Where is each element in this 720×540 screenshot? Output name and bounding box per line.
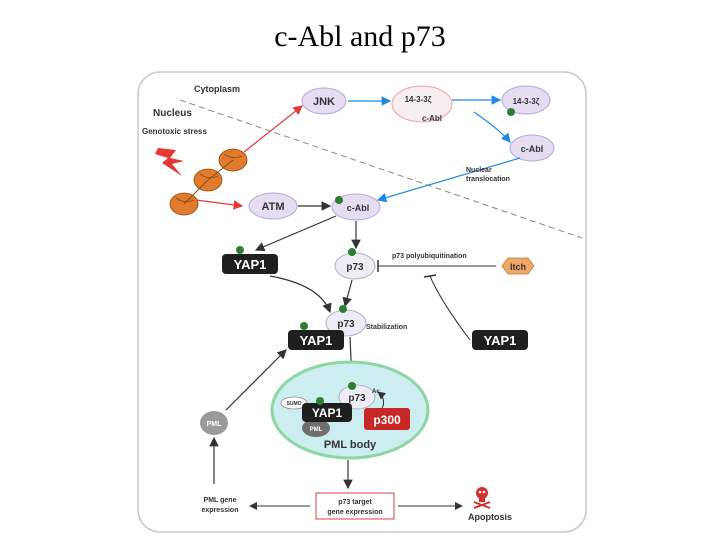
phospho-icon — [348, 248, 356, 256]
cabl-cytoplasm-node: c-Abl — [509, 134, 555, 162]
slide-title: c-Abl and p73 — [274, 20, 446, 53]
sumo-node: SUMO — [280, 396, 308, 410]
pml-body-label: PML body — [324, 439, 377, 451]
nucleus-label: Nucleus — [153, 108, 192, 119]
sumo-label: SUMO — [287, 401, 302, 407]
atm-node: ATM — [248, 192, 298, 220]
p73-node-a: p73 — [334, 248, 376, 280]
arrow-yap1-to-p73 — [269, 275, 332, 314]
free-1433-label: 14-3-3ζ — [513, 97, 540, 106]
jnk-node: JNK — [301, 87, 347, 115]
phospho-icon — [300, 322, 308, 330]
itch-node: Itch — [501, 257, 535, 275]
p73-label-b: p73 — [337, 319, 355, 330]
phospho-icon — [507, 108, 515, 116]
atm-label: ATM — [261, 201, 284, 213]
pml-label: PML — [207, 421, 223, 428]
yap1-label-c: YAP1 — [484, 333, 517, 348]
phospho-icon — [316, 397, 324, 405]
phospho-icon — [348, 382, 356, 390]
complex-1433-label-a: 14-3-3ζ — [405, 95, 432, 104]
nuclear-membrane — [179, 99, 583, 239]
p300-label: p300 — [373, 413, 401, 427]
free-1433-node: 14-3-3ζ — [501, 85, 551, 116]
arrow-cabl-translocation — [376, 157, 521, 203]
complex-cabl-label: c-Abl — [422, 114, 442, 123]
genotoxic-stress-label: Genotoxic stress — [142, 127, 207, 136]
arrow-pml-to-yap1 — [225, 349, 287, 411]
yap1-node-b: YAP1 — [288, 322, 344, 350]
cytoplasm-label: Cytoplasm — [194, 84, 240, 94]
arrow-stress-to-atm — [195, 199, 244, 210]
phospho-icon — [339, 305, 347, 313]
phospho-icon — [335, 196, 343, 204]
complex-1433-cabl: 14-3-3ζ c-Abl — [391, 85, 453, 123]
cell-boundary — [137, 71, 587, 533]
yap1-node-c: YAP1 — [472, 330, 528, 350]
cabl-nucleus-node: c-Abl — [331, 193, 381, 221]
yap1-label-a: YAP1 — [234, 257, 267, 272]
apoptosis-label: Apoptosis — [468, 512, 512, 522]
pml-small-label: PML — [310, 427, 323, 433]
lightning-icon — [155, 148, 184, 176]
p73-label-c: p73 — [348, 393, 366, 404]
pml-node: PML — [200, 411, 228, 435]
arrow-p73-to-p73-stable — [342, 279, 353, 308]
p73-node-b: p73 — [325, 305, 367, 337]
pml-small-node: PML — [302, 419, 330, 437]
jnk-label: JNK — [313, 96, 335, 108]
p73-label-a: p73 — [346, 262, 364, 273]
polyubiquitination-label: p73 polyubiquitination — [392, 253, 467, 260]
chromatin-icon — [169, 148, 248, 216]
p300-node: p300 — [364, 408, 410, 430]
stabilization-label: Stabilization — [366, 324, 407, 331]
cabl-cyto-label: c-Abl — [521, 144, 544, 154]
acetyl-label: Ac — [372, 389, 380, 395]
yap1-label-d: YAP1 — [312, 406, 343, 420]
pml-body: PML body p73 Ac SUMO PML YAP1 p300 — [270, 360, 430, 460]
yap1-node-a: YAP1 — [222, 246, 278, 274]
arrow-stress-to-jnk — [243, 105, 303, 153]
arrow-cabl-to-yap1 — [254, 215, 337, 252]
yap1-node-d: YAP1 — [302, 397, 352, 422]
skull-icon — [473, 487, 491, 509]
itch-label: Itch — [510, 262, 526, 272]
yap1-blocks-ubiquitination — [429, 275, 471, 341]
cabl-nuc-label: c-Abl — [347, 203, 370, 213]
inhibition-bar — [423, 274, 437, 278]
phospho-icon — [236, 246, 244, 254]
arrow-complex-to-cabl — [473, 111, 511, 143]
yap1-label-b: YAP1 — [300, 333, 333, 348]
